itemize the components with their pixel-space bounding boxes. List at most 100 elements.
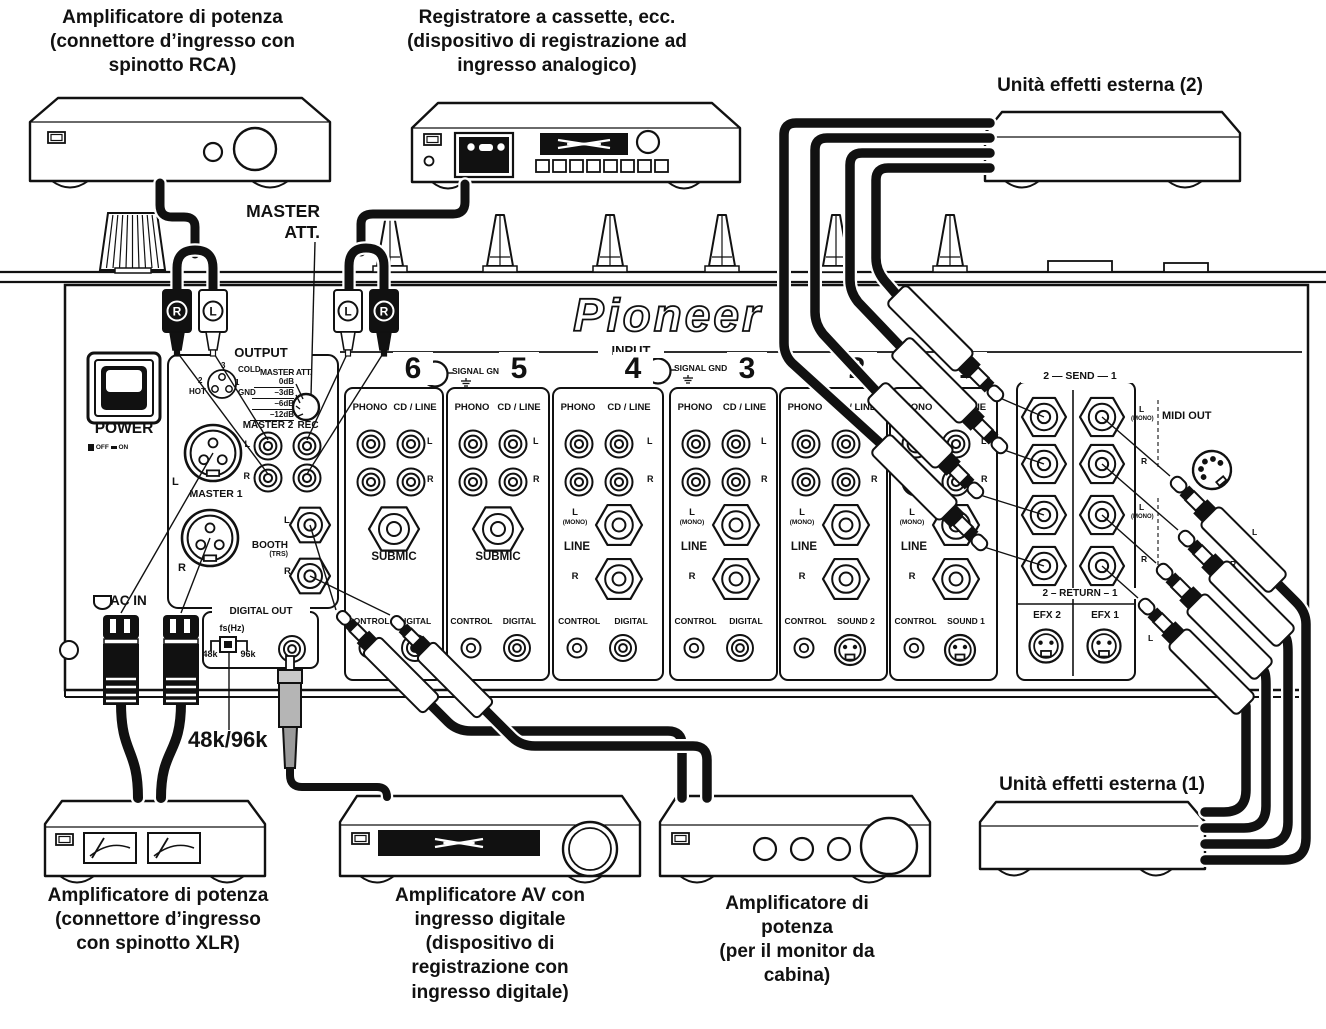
trs-jack bbox=[711, 503, 761, 547]
device-av-amp bbox=[338, 794, 642, 884]
trs-plug bbox=[1155, 562, 1273, 680]
rca-jack bbox=[831, 467, 861, 497]
svg-text:R: R bbox=[173, 305, 182, 319]
line-l-label: L bbox=[909, 507, 915, 518]
phono-label: PHONO bbox=[677, 402, 713, 413]
device-external-effector-1 bbox=[978, 800, 1207, 877]
line-label: LINE bbox=[563, 541, 591, 553]
phono-label: PHONO bbox=[897, 402, 933, 413]
din-jack bbox=[943, 633, 977, 667]
booth-label: BOOTH bbox=[251, 540, 288, 551]
signal-gnd-label-2: SIGNAL GND. bbox=[674, 363, 730, 373]
rca-jack bbox=[498, 467, 528, 497]
device-cassette-recorder bbox=[410, 101, 742, 190]
din-jack bbox=[1028, 628, 1064, 664]
rca-r-label: R bbox=[871, 474, 878, 484]
trs-jack bbox=[594, 557, 644, 601]
trs-plug bbox=[867, 382, 985, 500]
midi-out-connector bbox=[1191, 449, 1233, 491]
control-jack bbox=[460, 637, 482, 659]
din-jack bbox=[1086, 628, 1122, 664]
rca-jack bbox=[604, 467, 634, 497]
send1-l: L bbox=[1139, 404, 1145, 414]
cables bbox=[113, 116, 1313, 867]
line-mono-label: (MONO) bbox=[899, 519, 925, 526]
digital-out-title: DIGITAL OUT bbox=[212, 606, 310, 617]
line-label: LINE bbox=[680, 541, 708, 553]
control-jack bbox=[683, 637, 705, 659]
control-label: CONTROL bbox=[558, 616, 601, 626]
trs-plug bbox=[389, 614, 494, 719]
power-off-icon bbox=[88, 444, 94, 451]
trs-plug bbox=[335, 609, 440, 714]
power-off-on: OFF ON bbox=[88, 444, 168, 451]
line-r-label: R bbox=[798, 571, 806, 582]
master-att-label: MASTER ATT. bbox=[260, 367, 312, 377]
aux-label: DIGITAL bbox=[502, 616, 537, 626]
svg-text:Pioneer: Pioneer bbox=[573, 289, 763, 341]
att-step-3db: –3dB bbox=[252, 388, 294, 399]
return-title: 2 – RETURN – 1 bbox=[1021, 588, 1139, 599]
rate-48k-label: 48k bbox=[202, 649, 218, 659]
trs-plug bbox=[871, 434, 989, 552]
rca-jack bbox=[253, 431, 283, 461]
trs-jack bbox=[821, 557, 871, 601]
panel-screw bbox=[59, 640, 79, 660]
trs-plug bbox=[1177, 529, 1295, 647]
rca-jack bbox=[791, 429, 821, 459]
rca-r-label: R bbox=[533, 474, 540, 484]
trs-plug bbox=[887, 285, 1005, 403]
leader-lines bbox=[120, 241, 1179, 730]
booth-trs-label: (TRS) bbox=[269, 551, 288, 558]
xlr-pin2: 2 bbox=[198, 376, 203, 385]
aux-label: SOUND 2 bbox=[837, 616, 875, 626]
rca-jack bbox=[503, 634, 531, 662]
phono-label: PHONO bbox=[560, 402, 596, 413]
xlr-plug bbox=[163, 615, 199, 705]
device-booth-amp bbox=[658, 794, 932, 884]
efx1-label: EFX 1 bbox=[1091, 610, 1119, 621]
rca-r-label: R bbox=[981, 474, 988, 484]
cd-line-label: CD / LINE bbox=[832, 402, 877, 413]
phono-label: PHONO bbox=[454, 402, 490, 413]
rca-jack bbox=[564, 467, 594, 497]
rca-plug-r: R bbox=[162, 289, 192, 357]
power-switch bbox=[86, 351, 162, 425]
rca-r-label: R bbox=[427, 474, 434, 484]
control-jack bbox=[566, 637, 588, 659]
power-label: POWER bbox=[94, 420, 154, 437]
rca-jack bbox=[356, 429, 386, 459]
efx2-label: EFX 2 bbox=[1033, 610, 1061, 621]
control-label: CONTROL bbox=[894, 616, 937, 626]
fs-hz-label: fs(Hz) bbox=[219, 623, 245, 633]
aux-label: SOUND 1 bbox=[947, 616, 985, 626]
control-jack bbox=[903, 637, 925, 659]
return1-l-mono: (MONO) bbox=[1131, 514, 1154, 520]
rca-jack bbox=[726, 634, 754, 662]
callout-sampling-rate: 48k/96k bbox=[188, 727, 268, 752]
line-l-label: L bbox=[689, 507, 695, 518]
rca-jack bbox=[721, 467, 751, 497]
din-jack bbox=[833, 633, 867, 667]
device-power-amp-xlr bbox=[43, 799, 267, 884]
caption-external-effector-1: Unità effetti esterna (1) bbox=[999, 774, 1205, 795]
rca-jack bbox=[458, 429, 488, 459]
trs-jack bbox=[821, 503, 871, 547]
line-r-label: R bbox=[908, 571, 916, 582]
mixer-top-edge bbox=[0, 212, 1326, 284]
rca-l-label: L bbox=[647, 436, 653, 446]
xlr-plug bbox=[103, 615, 139, 705]
trs-jack bbox=[594, 503, 644, 547]
line-l-label: L bbox=[799, 507, 805, 518]
line-mono-label: (MONO) bbox=[679, 519, 705, 526]
rca-jack bbox=[681, 467, 711, 497]
rca-jack bbox=[609, 634, 637, 662]
xlr-hot: HOT bbox=[189, 387, 206, 396]
cd-line-label: CD / LINE bbox=[393, 402, 437, 413]
cd-line-label: CD / LINE bbox=[497, 402, 541, 413]
device-power-amp-rca bbox=[28, 96, 332, 189]
trs-plug bbox=[1137, 597, 1255, 715]
trs-jack bbox=[367, 506, 421, 552]
